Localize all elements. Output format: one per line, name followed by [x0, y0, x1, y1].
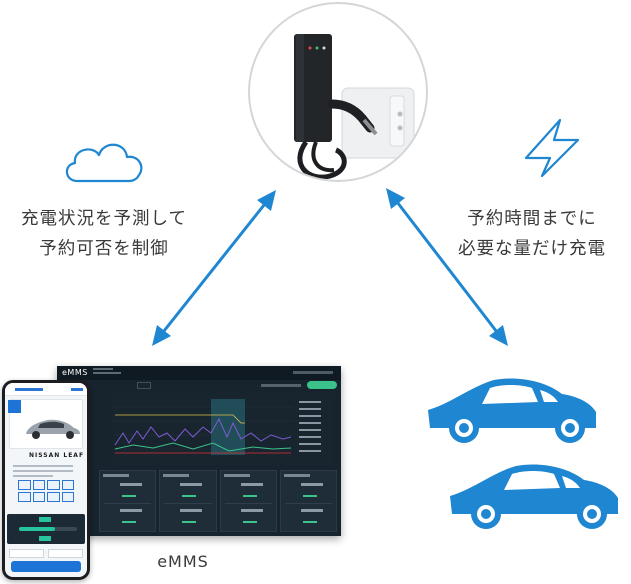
- dashboard-cards: [99, 470, 337, 532]
- dashboard-card: [99, 470, 157, 532]
- phone-option-grid: [18, 480, 74, 502]
- right-description-line2: 必要な量だけ充電: [458, 239, 606, 259]
- left-description-line2: 予約可否を制御: [39, 239, 169, 259]
- cloud-icon: [65, 143, 143, 183]
- phone-screen: NISSAN LEAF: [5, 383, 87, 577]
- car-icon: [428, 378, 596, 443]
- double-headed-arrow-right: [386, 188, 508, 346]
- dashboard-card: [219, 470, 277, 532]
- ev-charger-icon: [294, 34, 415, 180]
- dashboard-chart: [113, 393, 333, 465]
- dashboard-header: eMMS: [57, 366, 341, 380]
- phone-time-fields: [9, 549, 83, 558]
- double-headed-arrow-left: [152, 190, 276, 346]
- vehicle-brand: NISSAN LEAF: [29, 452, 85, 459]
- vehicle-image: [26, 419, 80, 439]
- ev-charger-image: [248, 2, 428, 182]
- dashboard-logo: eMMS: [62, 368, 88, 377]
- emms-dashboard: eMMS: [57, 366, 341, 536]
- dashboard-action-button: [307, 381, 337, 389]
- lightning-icon: [524, 118, 580, 178]
- emms-caption: eMMS: [157, 552, 209, 571]
- dashboard-date-range: [261, 384, 301, 387]
- left-description: 充電状況を予測して 予約可否を制御: [4, 204, 204, 264]
- smartphone-app: NISSAN LEAF: [2, 380, 90, 580]
- dashboard-card: [279, 470, 337, 532]
- phone-charge-panel: [7, 514, 85, 544]
- right-description-line1: 予約時間までに: [467, 209, 597, 229]
- dashboard-filter: [137, 382, 151, 389]
- phone-vehicle-card: [9, 399, 83, 449]
- right-description: 予約時間までに 必要な量だけ充電: [432, 204, 631, 264]
- phone-reserve-button: [11, 561, 81, 572]
- vehicle-details: [13, 465, 73, 480]
- car-icon: [450, 464, 618, 529]
- phone-header: [5, 383, 87, 396]
- phone-badge: [8, 400, 21, 413]
- left-description-line1: 充電状況を予測して: [21, 209, 187, 229]
- dashboard-card: [159, 470, 217, 532]
